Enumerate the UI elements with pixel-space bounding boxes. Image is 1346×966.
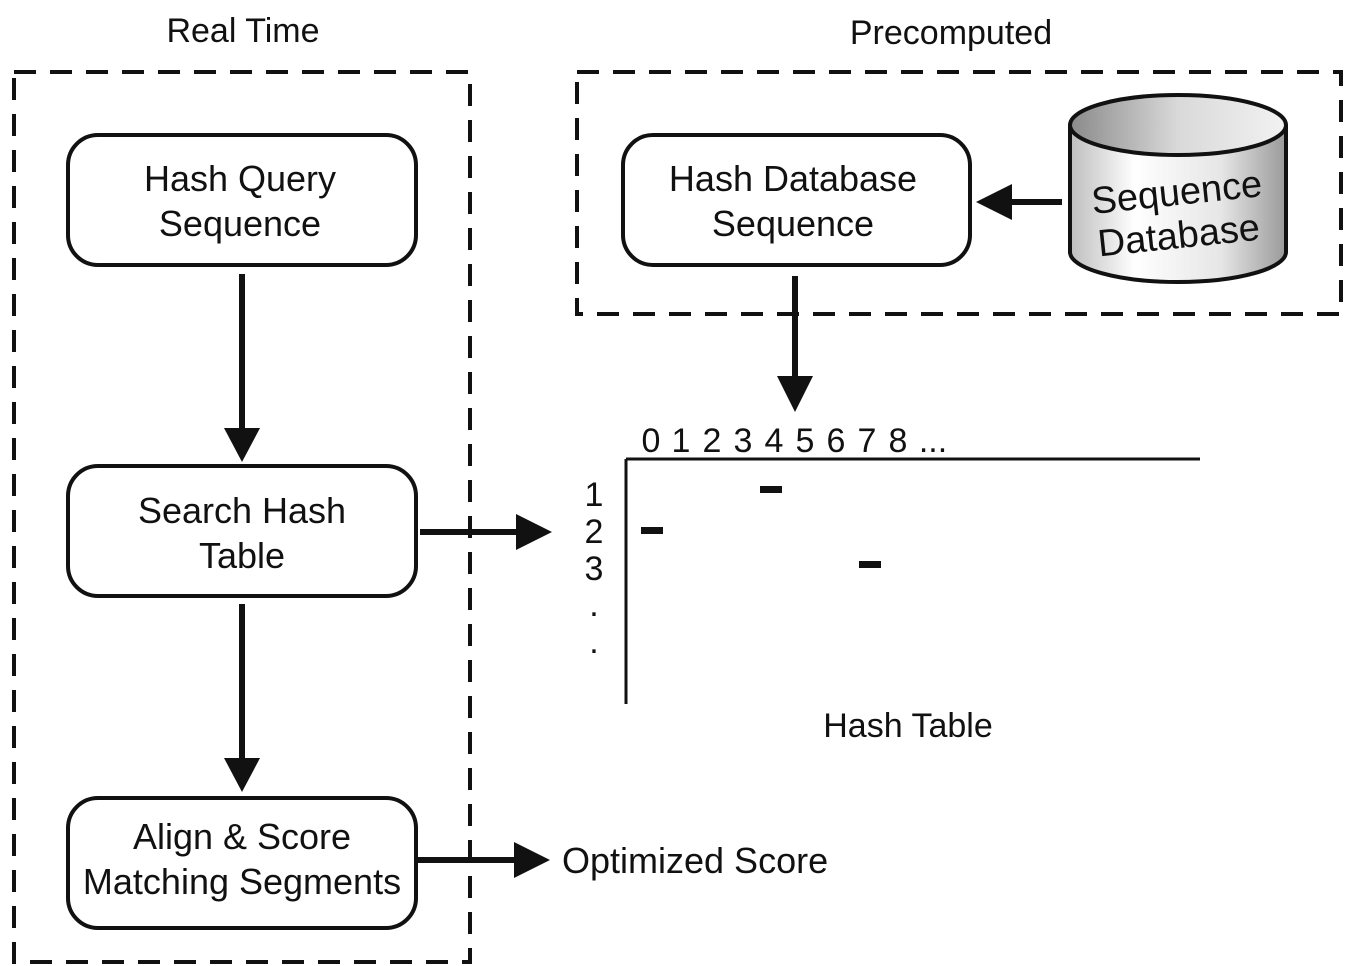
hash-table-entry [641, 527, 663, 534]
hash-table-column-label: 7 [858, 422, 877, 460]
hash-query-label-line1: Hash Query [144, 158, 336, 199]
hash-table-row-label: 1 [585, 476, 604, 514]
hash-table-column-label: 3 [734, 422, 753, 460]
precomputed-section-label: Precomputed [850, 14, 1052, 52]
precomputed-dashed-group [575, 70, 1343, 316]
hash-table-column-label: 2 [703, 422, 722, 460]
hash-table-entry [859, 561, 881, 568]
hash-table-row-label: . [589, 623, 598, 661]
hash-table-label: Hash Table [823, 707, 993, 745]
hash-query-label-line2: Sequence [159, 203, 321, 244]
align-score-node: Align & Score Matching Segments [66, 796, 418, 930]
realtime-dashed-group [12, 70, 472, 964]
hash-table-column-label: 8 [889, 422, 908, 460]
hash-database-sequence-node: Hash Database Sequence [621, 133, 972, 267]
arrow-search-to-align [224, 604, 260, 792]
arrow-align-to-output [418, 842, 550, 878]
hash-table-row-label: . [589, 586, 598, 624]
arrow-database-to-hashdb [976, 184, 1062, 220]
sequence-database-cylinder: Sequence Database [1068, 93, 1288, 284]
search-hash-table-node: Search Hash Table [66, 464, 418, 598]
hash-table-column-label: 1 [672, 422, 691, 460]
optimized-score-label: Optimized Score [562, 840, 828, 881]
hash-table-column-label: 0 [642, 422, 661, 460]
arrow-hashdb-to-hashtable [777, 276, 813, 412]
hash-table-entry [760, 486, 782, 493]
hash-table-column-label: 6 [827, 422, 846, 460]
hash-table: 0 1 2 3 4 5 6 7 8 ... 1 2 3 . . Hash Tab… [585, 422, 1200, 745]
hash-database-label-line2: Sequence [712, 203, 874, 244]
hash-table-row-label: 2 [585, 513, 604, 551]
search-hash-label-line1: Search Hash [138, 490, 346, 531]
align-score-label-line2: Matching Segments [83, 861, 401, 902]
align-score-label-line1: Align & Score [133, 816, 351, 857]
hash-query-sequence-node: Hash Query Sequence [66, 133, 418, 267]
realtime-section-label: Real Time [166, 12, 319, 50]
hash-table-column-label: 4 [765, 422, 784, 460]
arrow-search-to-hashtable [420, 514, 552, 550]
hash-table-column-label: ... [919, 422, 947, 460]
search-hash-label-line2: Table [199, 535, 285, 576]
arrow-query-to-search [224, 274, 260, 462]
hash-database-label-line1: Hash Database [669, 158, 917, 199]
hash-table-column-label: 5 [796, 422, 815, 460]
hash-table-row-label: 3 [585, 550, 604, 588]
